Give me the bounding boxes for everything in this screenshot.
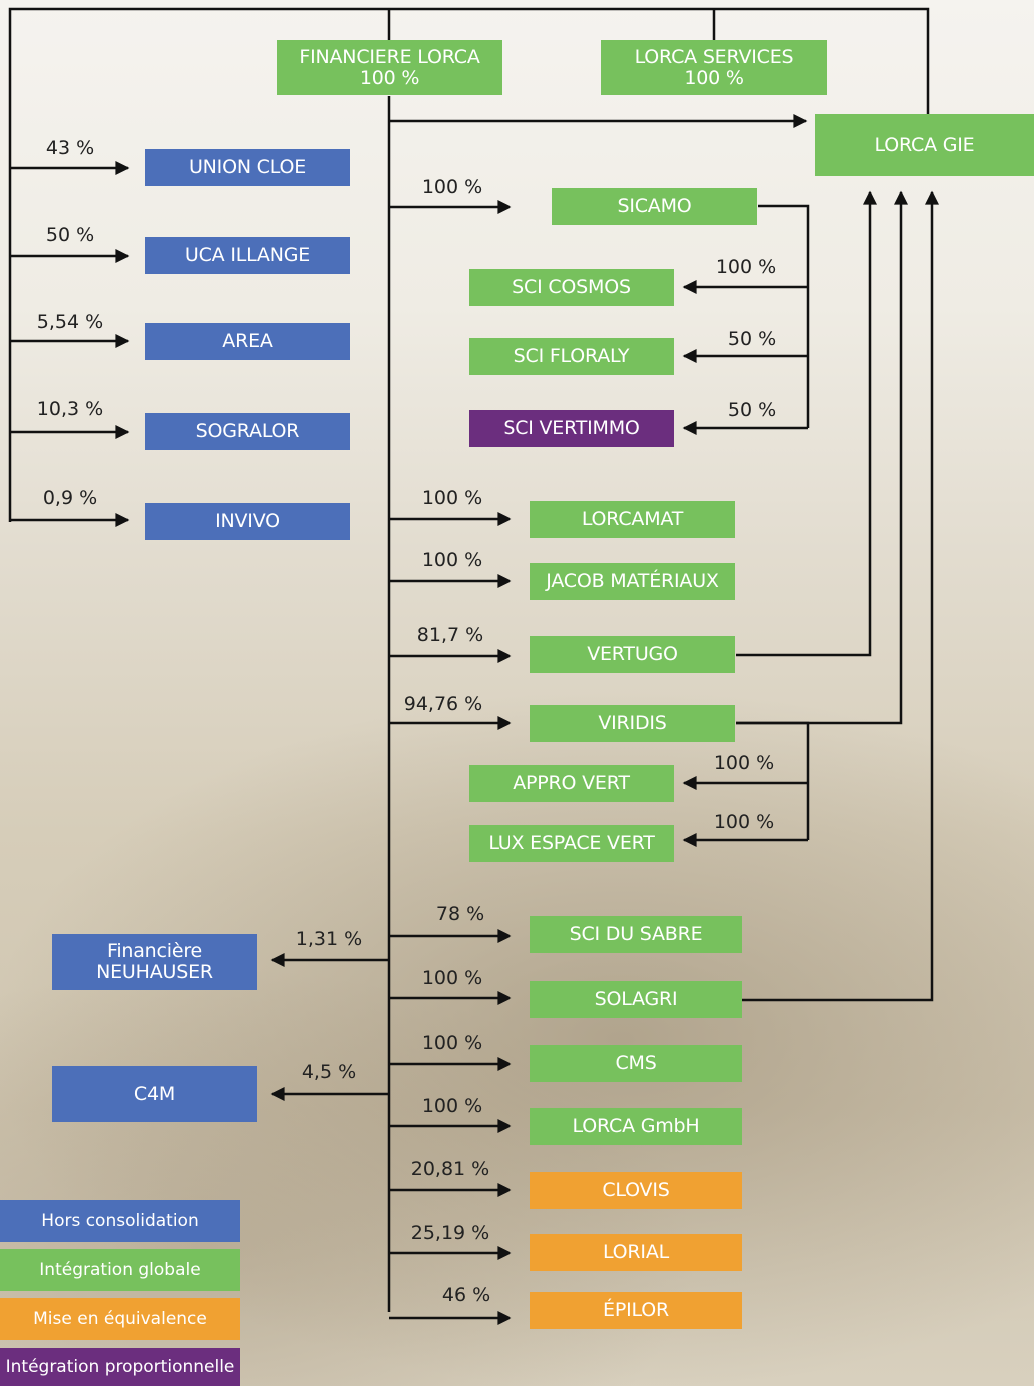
lorca-services-pct: 100 %: [684, 66, 744, 89]
pct-invivo: 0,9 %: [42, 487, 98, 509]
invivo-box: INVIVO: [145, 503, 350, 540]
pct-solagri: 100 %: [421, 967, 483, 989]
pct-neuhauser: 1,31 %: [295, 928, 363, 950]
pct-c4m: 4,5 %: [301, 1061, 357, 1083]
pct-sci-cosmos: 100 %: [715, 256, 777, 278]
lorca-services-name: LORCA SERVICES: [634, 45, 794, 68]
pct-lorca-gmbh: 100 %: [421, 1095, 483, 1117]
sci-floraly-box: SCI FLORALY: [469, 338, 674, 375]
sci-vertimmo-box: SCI VERTIMMO: [469, 410, 674, 447]
c4m-box: C4M: [52, 1066, 257, 1122]
pct-lorial: 25,19 %: [410, 1222, 490, 1244]
uca-illange-box: UCA ILLANGE: [145, 237, 350, 274]
pct-sci-sabre: 78 %: [435, 903, 485, 925]
viridis-box: VIRIDIS: [530, 705, 735, 742]
pct-union-cloe: 43 %: [45, 137, 95, 159]
area-box: AREA: [145, 323, 350, 360]
legend-integration-proportionnelle: Intégration proportionnelle: [0, 1348, 240, 1386]
pct-sci-vertimmo: 50 %: [727, 399, 777, 421]
lorca-services-box: LORCA SERVICES 100 %: [601, 40, 827, 95]
pct-viridis: 94,76 %: [403, 693, 483, 715]
lorcamat-box: LORCAMAT: [530, 501, 735, 538]
neuhauser-line2: NEUHAUSER: [96, 961, 213, 983]
pct-area: 5,54 %: [36, 311, 104, 333]
neuhauser-line1: Financière: [106, 940, 203, 963]
lorca-gmbh-box: LORCA GmbH: [530, 1108, 742, 1145]
vertugo-box: VERTUGO: [530, 636, 735, 673]
lorca-gie-box: LORCA GIE: [815, 114, 1034, 176]
sci-du-sabre-box: SCI DU SABRE: [530, 916, 742, 953]
pct-epilor: 46 %: [441, 1284, 491, 1306]
appro-vert-box: APPRO VERT: [469, 765, 674, 802]
legend-mise-en-equivalence: Mise en équivalence: [0, 1298, 240, 1340]
lux-espace-vert-box: LUX ESPACE VERT: [469, 825, 674, 862]
pct-cms: 100 %: [421, 1032, 483, 1054]
jacob-materiaux-box: JACOB MATÉRIAUX: [530, 563, 735, 600]
pct-lorcamat: 100 %: [421, 487, 483, 509]
clovis-box: CLOVIS: [530, 1172, 742, 1209]
pct-vertugo: 81,7 %: [416, 624, 484, 646]
pct-sci-floraly: 50 %: [727, 328, 777, 350]
pct-uca-illange: 50 %: [45, 224, 95, 246]
cms-box: CMS: [530, 1045, 742, 1082]
legend-hors-consolidation: Hors consolidation: [0, 1200, 240, 1242]
union-cloe-box: UNION CLOE: [145, 149, 350, 186]
pct-jacob: 100 %: [421, 549, 483, 571]
lorial-box: LORIAL: [530, 1234, 742, 1271]
financiere-neuhauser-box: Financière NEUHAUSER: [52, 934, 257, 990]
pct-lux: 100 %: [713, 811, 775, 833]
epilor-box: ÉPILOR: [530, 1292, 742, 1329]
pct-sogralor: 10,3 %: [36, 398, 104, 420]
sci-cosmos-box: SCI COSMOS: [469, 269, 674, 306]
pct-appro-vert: 100 %: [713, 752, 775, 774]
financiere-lorca-pct: 100 %: [359, 66, 420, 89]
sogralor-box: SOGRALOR: [145, 413, 350, 450]
financiere-lorca-box: FINANCIERE LORCA 100 %: [277, 40, 502, 95]
solagri-box: SOLAGRI: [530, 981, 742, 1018]
sicamo-box: SICAMO: [552, 188, 757, 225]
pct-clovis: 20,81 %: [410, 1158, 490, 1180]
legend-integration-globale: Intégration globale: [0, 1249, 240, 1291]
financiere-lorca-name: FINANCIERE LORCA: [299, 45, 480, 68]
pct-sicamo: 100 %: [421, 176, 483, 198]
